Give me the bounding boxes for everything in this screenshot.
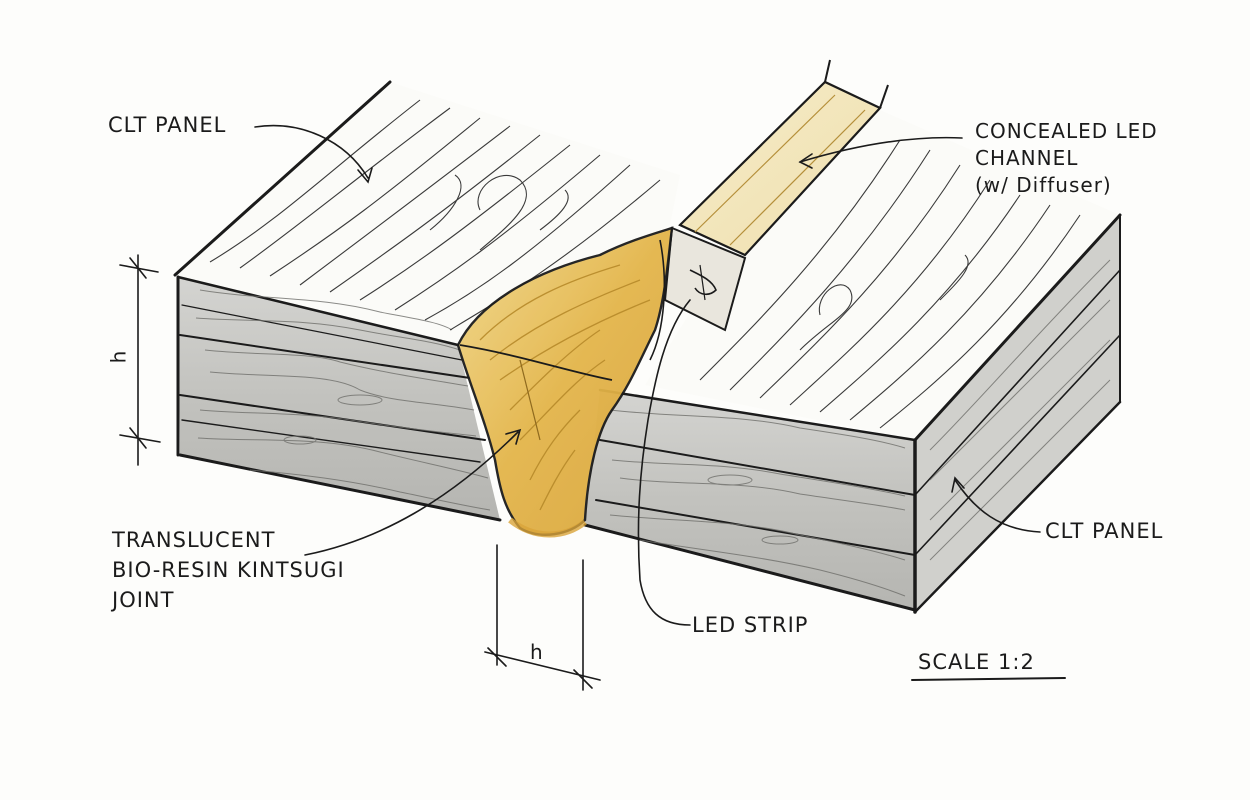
leader-kintsugi (304, 431, 519, 556)
dimension-joint-width (484, 544, 601, 691)
led-channel (663, 59, 889, 332)
right-panel-top-surface (645, 110, 1120, 440)
leader-lines (254, 124, 1041, 626)
dimension-label-joint-width: h (530, 640, 543, 664)
label-led-strip: LED STRIP (692, 613, 809, 637)
resin-body (456, 226, 674, 536)
label-kintsugi-line-2: BIO-RESIN KINTSUGI (112, 558, 345, 582)
right-panel-laminations (583, 213, 1122, 614)
kintsugi-resin-joint (456, 226, 674, 538)
label-led-line-1: CONCEALED LED (975, 119, 1158, 143)
leader-clt-left (254, 124, 369, 179)
scale-label: SCALE 1:2 (918, 650, 1035, 674)
right-panel-grain (609, 259, 1111, 597)
right-panel-front-face (585, 390, 915, 610)
dimension-label-panel-height: h (106, 350, 131, 364)
right-top-grain (699, 139, 1081, 429)
leader-led-strip (637, 299, 691, 626)
left-panel-grain (195, 289, 491, 511)
leader-led-channel (799, 136, 963, 163)
label-concealed-led-channel: CONCEALED LED CHANNEL (w/ Diffuser) (975, 118, 1158, 199)
leader-clt-right (954, 479, 1041, 533)
left-top-grain (209, 99, 661, 331)
dimension-panel-height (119, 254, 161, 466)
right-clt-panel (583, 110, 1122, 614)
label-kintsugi-line-1: TRANSLUCENT (112, 528, 276, 552)
label-clt-panel-right: CLT PANEL (1045, 519, 1164, 543)
label-led-line-2: CHANNEL (975, 146, 1079, 170)
right-panel-side-face (915, 215, 1120, 610)
label-led-line-3: (w/ Diffuser) (975, 173, 1112, 197)
scale-underline (911, 677, 1066, 681)
label-clt-panel-left: CLT PANEL (108, 113, 227, 137)
label-kintsugi-line-3: JOINT (112, 588, 175, 612)
label-kintsugi-joint: TRANSLUCENT BIO-RESIN KINTSUGI JOINT (112, 525, 345, 615)
